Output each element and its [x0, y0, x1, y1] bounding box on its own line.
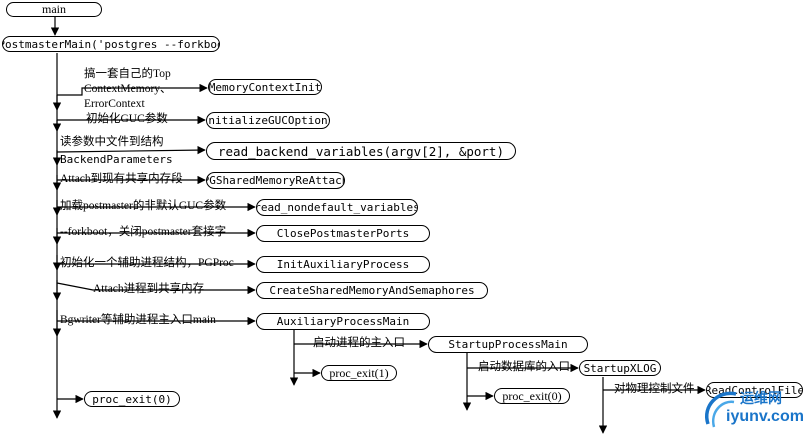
- label-read-params-line2: BackendParameters: [60, 153, 173, 166]
- label-attach: Attach到现有共享内存段: [60, 173, 183, 185]
- node-procexit0-startup: proc_exit(0): [494, 388, 570, 404]
- watermark-swirl-icon: [704, 391, 737, 428]
- label-top-line1: 搞一套自己的Top: [84, 68, 171, 80]
- watermark: 运维网 iyunv.com: [700, 384, 805, 435]
- label-top-line3: ErrorContext: [84, 98, 145, 110]
- node-closepostmasterports: ClosePostmasterPorts: [256, 225, 430, 242]
- node-pgsharedmemoryreattach: PGSharedMemoryReAttach: [206, 172, 345, 189]
- node-memorycontextinit: MemoryContextInit: [208, 79, 322, 95]
- label-startup-db: 启动数据库的入口: [478, 361, 570, 373]
- label-forkboot: --forkboot，关闭postmaster套接字: [60, 226, 227, 238]
- node-subpostmastermain: SubPostmasterMain('postgres --forkboot'): [2, 36, 220, 52]
- node-procexit1: proc_exit(1): [321, 365, 397, 381]
- label-attach-aux: Attach进程到共享内存: [93, 283, 205, 295]
- node-auxiliaryprocessmain: AuxiliaryProcessMain: [256, 313, 430, 330]
- label-load-guc: 加载postmaster的非默认GUC参数: [60, 200, 227, 212]
- edge-to-createshm: [56, 282, 256, 295]
- node-initializegucoptions: InitializeGUCOptions: [206, 112, 330, 129]
- node-readnondefaultvariables: read_nondefault_variables: [256, 199, 418, 216]
- node-procexit0-main: proc_exit(0): [84, 391, 180, 407]
- label-init-guc: 初始化GUC参数: [86, 113, 168, 125]
- node-startupprocessmain: StartupProcessMain: [428, 336, 588, 353]
- node-createsharedmemoryandsemaphores: CreateSharedMemoryAndSemaphores: [256, 282, 488, 299]
- node-startupxlog: StartupXLOG: [579, 360, 661, 376]
- node-main: main: [6, 2, 102, 17]
- watermark-url: iyunv.com: [726, 408, 804, 425]
- label-physical-ctrl: 对物理控制文件: [614, 383, 695, 395]
- node-initauxiliaryprocess: InitAuxiliaryProcess: [256, 256, 430, 273]
- node-readbackendvariables: read_backend_variables(argv[2], &port): [206, 142, 516, 160]
- label-startup-entry: 启动进程的主入口: [313, 337, 405, 349]
- label-init-aux: 初始化一个辅助进程结构，PGProc: [60, 257, 234, 269]
- watermark-name: 运维网: [740, 390, 782, 406]
- label-top-line2: ContextMemory、: [84, 83, 172, 95]
- edge-to-memorycontextinit: [57, 83, 208, 96]
- label-bgwriter: Bgwriter等辅助进程主入口main: [60, 314, 216, 326]
- edge-to-readbackend: [56, 145, 206, 155]
- label-read-params-line1: 读参数中文件到结构: [60, 136, 164, 148]
